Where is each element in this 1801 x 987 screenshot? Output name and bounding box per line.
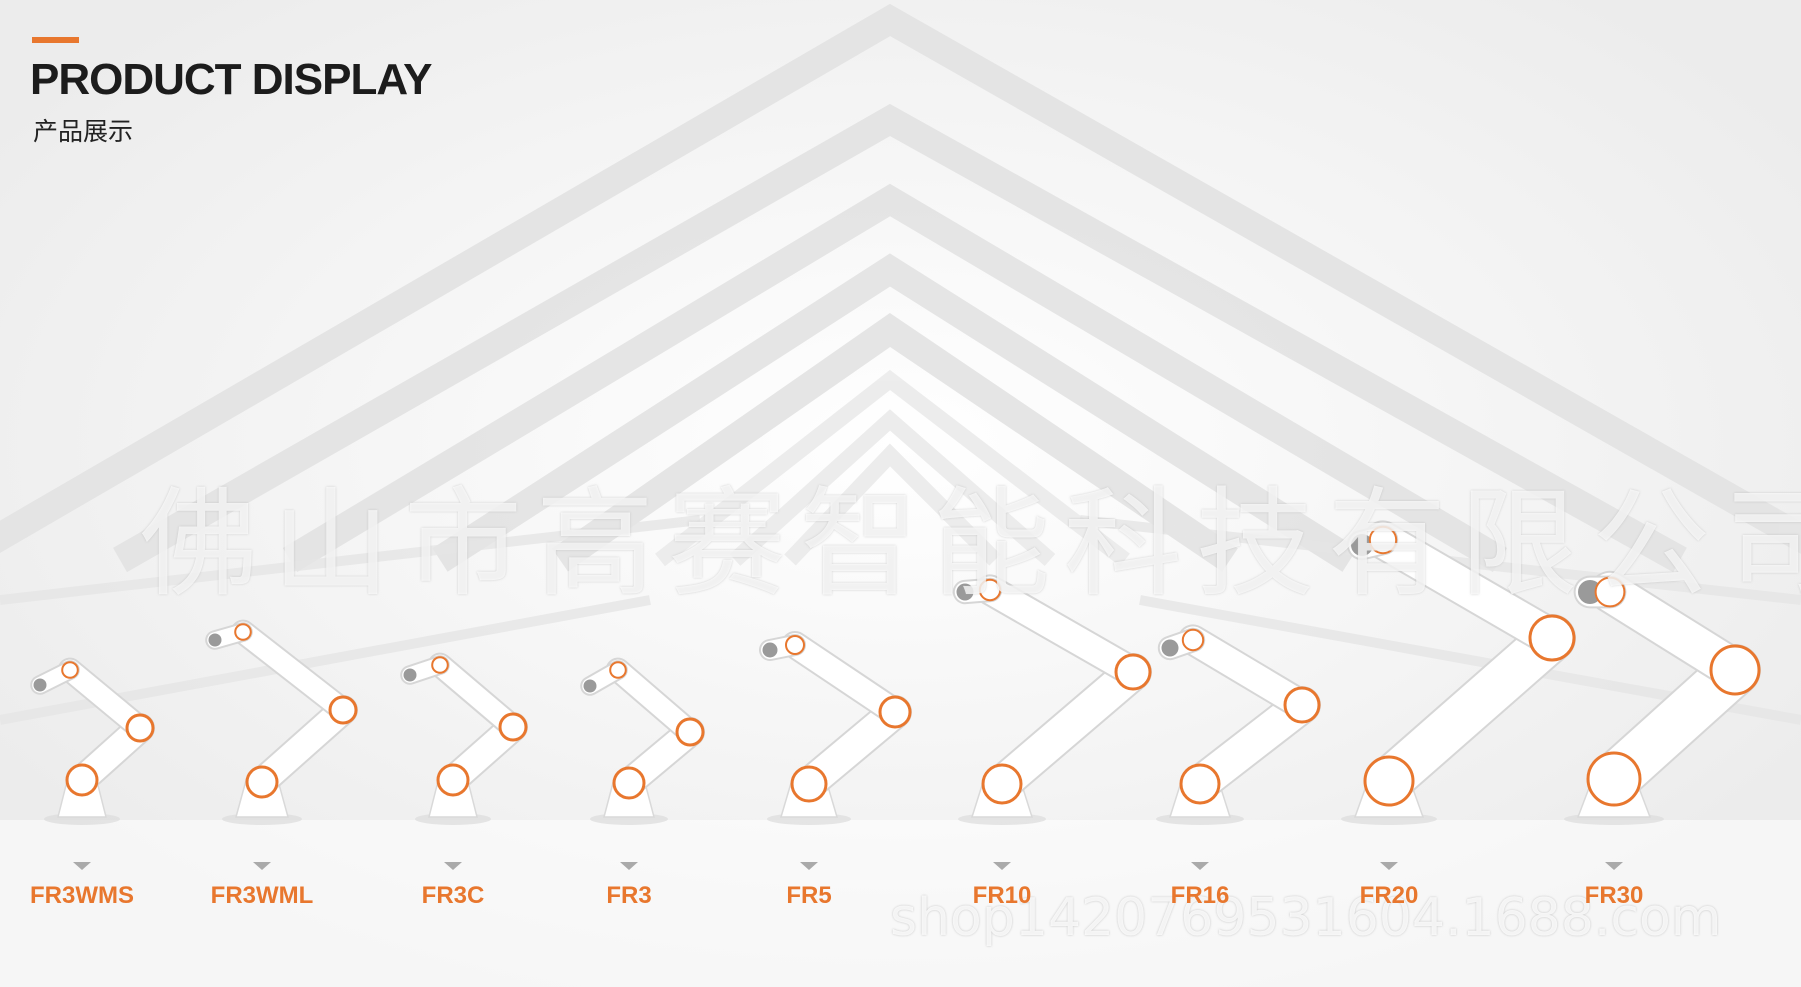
product-label: FR5 xyxy=(786,882,832,909)
triangle-down-icon xyxy=(993,862,1011,870)
product-label: FR20 xyxy=(1359,882,1419,909)
triangle-down-icon xyxy=(73,862,91,870)
robot-arm-fr30 xyxy=(1564,570,1761,825)
product-label: FR3 xyxy=(606,882,652,909)
robot-arm-fr10 xyxy=(952,574,1152,825)
robot-arm-fr20 xyxy=(1341,520,1576,825)
robot-arm-fr5 xyxy=(759,631,912,825)
triangle-down-icon xyxy=(1191,862,1209,870)
triangle-down-icon xyxy=(800,862,818,870)
page-subtitle: 产品展示 xyxy=(33,117,134,146)
product-item-fr3c: FR3C xyxy=(373,862,533,910)
triangle-down-icon xyxy=(253,862,271,870)
product-label: FR3WMS xyxy=(30,882,134,909)
triangle-down-icon xyxy=(1605,862,1623,870)
product-item-fr3wms: FR3WMS xyxy=(2,862,162,910)
accent-bar xyxy=(32,37,79,43)
robot-arm-fr3wms xyxy=(30,657,155,825)
product-label: FR30 xyxy=(1584,882,1644,909)
product-item-fr30: FR30 xyxy=(1534,862,1694,910)
triangle-down-icon xyxy=(1380,862,1398,870)
product-label: FR16 xyxy=(1170,882,1230,909)
page-title: PRODUCT DISPLAY xyxy=(30,55,432,104)
robot-arm-fr3c xyxy=(400,652,528,825)
robot-arm-fr3wml xyxy=(205,619,358,825)
product-label: FR3C xyxy=(421,882,485,909)
company-watermark: 佛山市高赛智能科技有限公司 xyxy=(140,475,1801,613)
robot-arm-fr3 xyxy=(580,657,705,825)
triangle-down-icon xyxy=(620,862,638,870)
product-item-fr10: FR10 xyxy=(922,862,1082,910)
product-label: FR10 xyxy=(972,882,1032,909)
product-item-fr3wml: FR3WML xyxy=(182,862,342,910)
triangle-down-icon xyxy=(444,862,462,870)
product-label: FR3WML xyxy=(210,882,314,909)
product-item-fr20: FR20 xyxy=(1309,862,1469,910)
robot-arm-fr16 xyxy=(1156,624,1321,825)
product-item-fr5: FR5 xyxy=(729,862,889,910)
product-item-fr3: FR3 xyxy=(549,862,709,910)
product-item-fr16: FR16 xyxy=(1120,862,1280,910)
shop-url-watermark: shop1420769531604.1688.com xyxy=(890,888,1722,948)
